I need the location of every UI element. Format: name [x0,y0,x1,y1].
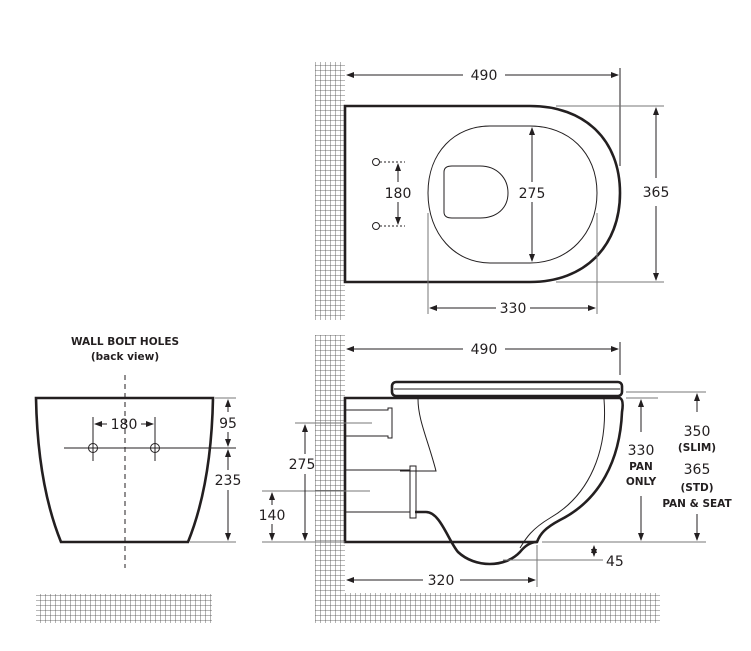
pan-outline-side [343,396,624,544]
svg-text:PAN: PAN [629,461,653,473]
top-to-bolts-label: 95 [219,416,237,432]
floor-hatch-back [36,594,212,623]
inlet-height-label: 275 [289,457,316,473]
plan-bowl-width-label: 275 [519,186,546,202]
trap-drop-label: 45 [606,554,624,570]
svg-text:(STD): (STD) [680,482,713,494]
slim-height-label: 350 [684,424,711,440]
wall-hatch-side [315,335,345,595]
outlet-height-label: 140 [259,508,286,524]
back-view: WALL BOLT HOLES (back view) 180 95 235 [34,336,242,623]
bolt-hole [372,222,380,230]
outlet-outline-plan [443,165,509,219]
side-length-label: 490 [471,342,498,358]
outlet-distance-label: 320 [428,573,455,589]
plan-view: 490 365 180 275 330 [315,62,669,320]
bolt-hole [372,158,380,166]
plan-bowl-length-label: 330 [500,301,527,317]
side-view: 490 275 140 330 PAN ONLY 350 (SLIM) 365 … [259,335,732,623]
pan-height-label: 330 [628,443,655,459]
bolts-to-bottom-label: 235 [215,473,242,489]
plan-length-label: 490 [471,68,498,84]
svg-text:(SLIM): (SLIM) [678,442,716,454]
wall-hatch-top [315,62,345,320]
floor-hatch [315,593,660,623]
pan-outline-back [34,396,215,544]
seat-lid [390,380,624,398]
svg-text:ONLY: ONLY [626,476,657,488]
back-view-title: WALL BOLT HOLES [71,336,179,348]
back-bolt-spacing-label: 180 [111,417,138,433]
plan-bolt-spacing-label: 180 [385,186,412,202]
plan-width-label: 365 [643,185,670,201]
std-height-label: 365 [684,462,711,478]
bowl-outline-plan [427,125,598,264]
pan-outline-plan [343,104,622,284]
back-view-subtitle: (back view) [91,351,159,363]
svg-text:PAN & SEAT: PAN & SEAT [662,498,732,510]
